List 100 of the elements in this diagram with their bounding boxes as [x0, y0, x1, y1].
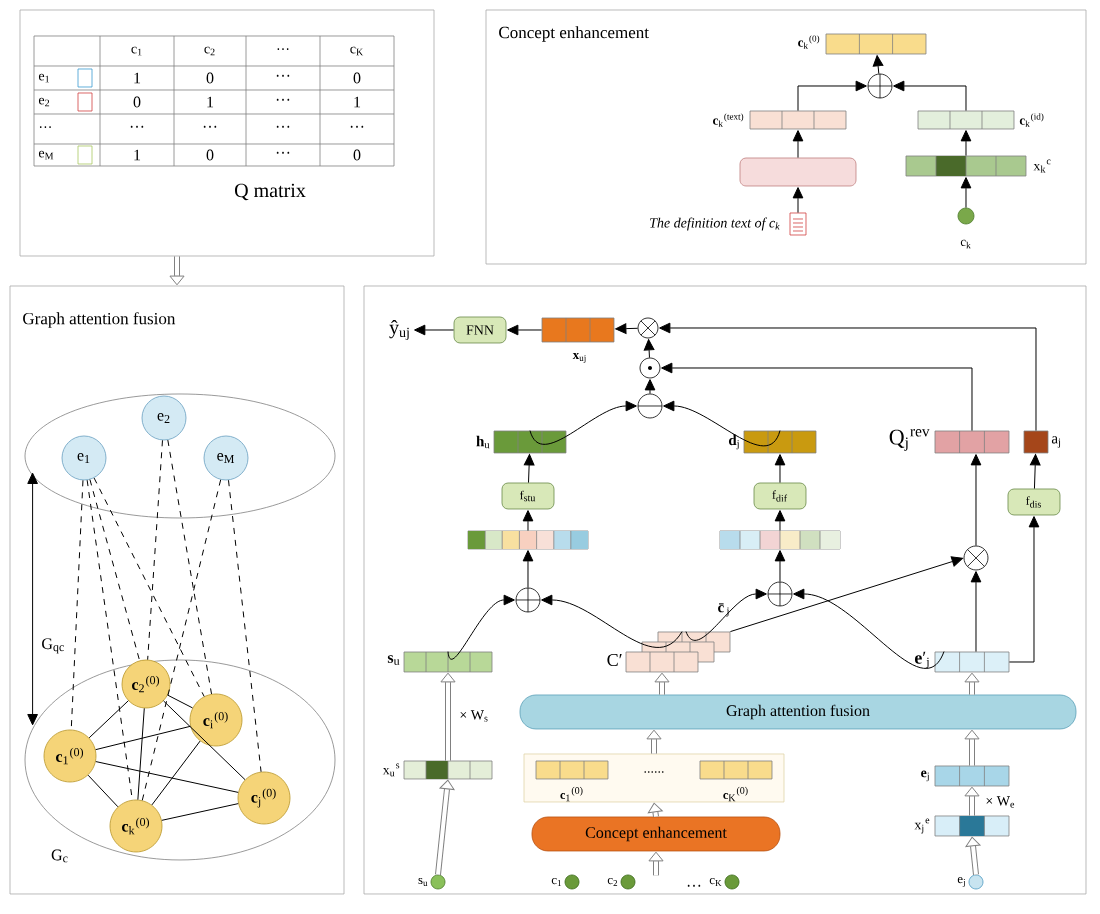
arrow	[522, 550, 534, 589]
table-cell: ···	[350, 125, 364, 128]
arrow	[797, 80, 867, 112]
input-circle	[564, 874, 580, 890]
arrow	[644, 379, 656, 395]
vector-bar	[535, 760, 609, 780]
graph-link	[161, 803, 239, 821]
module-band: Graph attention fusion	[519, 694, 1077, 730]
input-circle	[620, 874, 636, 890]
vector-bar	[825, 33, 927, 55]
vector-bar	[719, 530, 841, 550]
table-cell: ···	[276, 98, 290, 101]
vector-bar	[403, 760, 493, 780]
arrow	[893, 80, 967, 112]
vector-bar	[934, 765, 1010, 787]
block-arrow	[964, 729, 980, 766]
operator-circle	[637, 317, 659, 339]
arrow	[685, 588, 767, 641]
document-icon	[789, 212, 807, 236]
table-cell: ···	[276, 125, 290, 128]
input-circle	[724, 874, 740, 890]
arrow	[1008, 516, 1040, 663]
graph-link	[151, 740, 201, 806]
table-cell: ···	[276, 151, 290, 154]
operator-circle	[637, 393, 663, 419]
dashed-link	[147, 439, 163, 661]
vector-bar	[625, 631, 731, 673]
vector-bar	[699, 760, 773, 780]
arrow	[447, 594, 515, 660]
module-band: Concept enhancement	[531, 816, 781, 852]
operator-circle	[767, 581, 793, 607]
vector-label: G$_{c}$	[51, 849, 68, 863]
dashed-link	[89, 479, 141, 661]
block-arrow	[654, 672, 670, 695]
block-arrow	[648, 851, 664, 876]
block-arrow	[646, 729, 662, 754]
table-cell: 1	[207, 96, 214, 108]
arrow	[643, 339, 655, 359]
operator-circle	[639, 357, 661, 379]
operator-circle	[515, 587, 541, 613]
operator-circle	[867, 73, 893, 99]
arrow	[774, 510, 786, 532]
arrow	[970, 571, 982, 653]
arrow	[523, 454, 535, 484]
operator-circle	[963, 545, 989, 571]
output-label: ŷ$_{uj}$	[389, 320, 409, 340]
graph-link	[87, 774, 119, 808]
vector-bar	[905, 155, 1027, 177]
arrow	[774, 454, 786, 484]
arrow	[1029, 454, 1041, 490]
vector-bar	[1023, 430, 1049, 454]
panel	[363, 285, 1087, 895]
vector-bar	[749, 110, 847, 130]
vector-bar	[743, 430, 817, 454]
arrow	[729, 556, 963, 633]
graph-link	[167, 694, 194, 709]
arrow	[792, 187, 804, 214]
table-cell: ···	[276, 74, 290, 77]
arrow	[615, 323, 639, 334]
input-circle	[957, 207, 975, 225]
arrow	[960, 177, 972, 209]
dashed-link	[228, 479, 262, 773]
vector-bar	[541, 317, 615, 343]
arrow	[529, 400, 637, 445]
vector-bar	[934, 430, 1010, 454]
dots: ···	[687, 884, 701, 887]
dashed-link	[141, 479, 222, 801]
table-cell: 0	[353, 72, 361, 84]
vector-label: C′	[607, 653, 622, 667]
input-circle	[430, 874, 446, 890]
table-cell: 0	[206, 149, 214, 161]
arrow	[960, 130, 972, 157]
block-arrow	[965, 836, 981, 875]
block-arrow	[435, 779, 455, 875]
graph-link	[95, 725, 191, 751]
block-arrow	[964, 672, 980, 695]
arrow	[774, 550, 786, 583]
dashed-link	[167, 439, 213, 695]
arrow	[793, 588, 945, 669]
table-cell: 0	[133, 96, 141, 108]
arrow	[522, 510, 534, 532]
dashed-link	[93, 477, 205, 697]
table-cell: ···	[203, 125, 217, 128]
vector-label: e′$_{j}$	[914, 651, 929, 669]
graph-ellipse	[24, 659, 336, 861]
arrow	[414, 324, 455, 336]
graph-link	[88, 700, 129, 739]
graph-link	[137, 707, 145, 801]
block-arrow	[964, 786, 980, 816]
arrow	[663, 400, 781, 447]
table-cell: 0	[206, 72, 214, 84]
table-cell: 0	[353, 149, 361, 161]
block-arrow	[440, 672, 456, 761]
arrow	[27, 472, 38, 726]
dashed-link	[70, 479, 84, 731]
vector-label: s$_{u}$	[387, 655, 400, 665]
table-cell: 1	[134, 149, 141, 161]
vector-bar	[934, 651, 1010, 673]
arrow	[541, 594, 683, 648]
arrow	[872, 55, 884, 75]
